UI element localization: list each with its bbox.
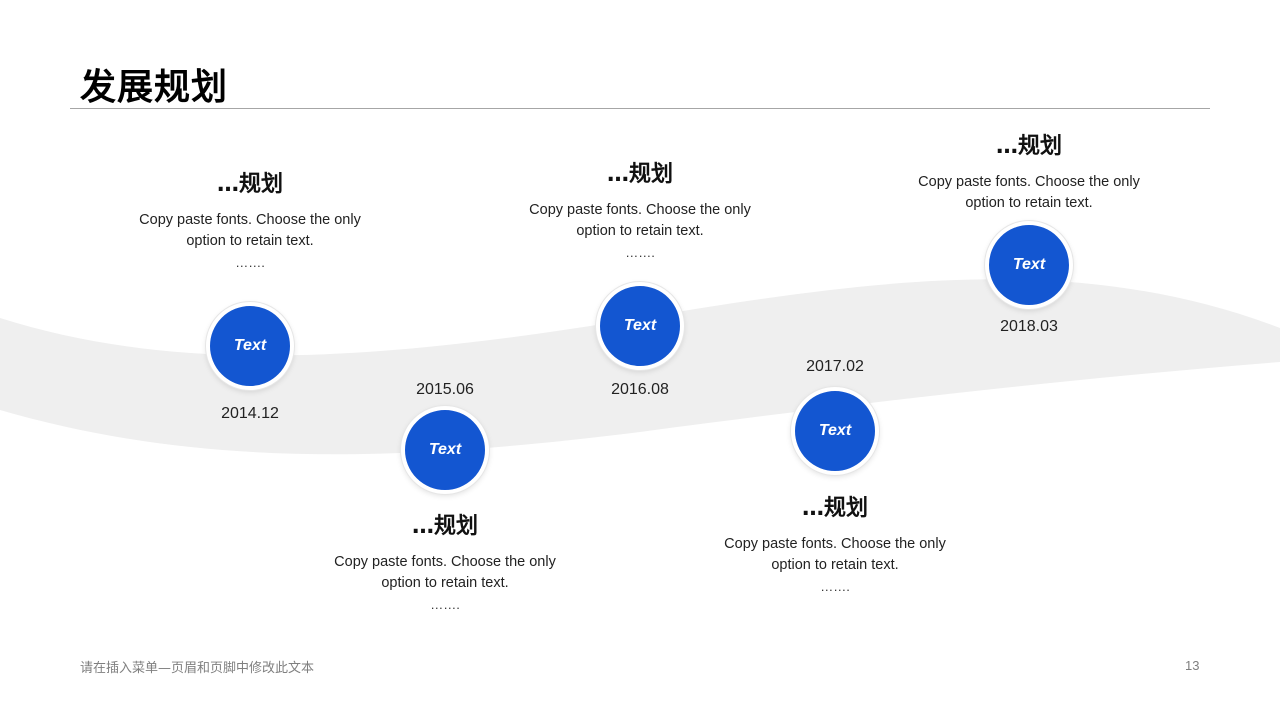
milestone-circle: Text — [206, 302, 294, 390]
milestone-circle: Text — [985, 221, 1073, 309]
milestone-text-block: …规划 Copy paste fonts. Choose the only op… — [705, 490, 965, 596]
milestone-description: Copy paste fonts. Choose the only option… — [724, 536, 946, 573]
milestone-description: Copy paste fonts. Choose the only option… — [334, 554, 556, 591]
footer-text: 请在插入菜单—页眉和页脚中修改此文本 — [80, 661, 315, 676]
milestone-heading: …规划 — [995, 134, 1062, 159]
page-title: 发展规划 — [80, 67, 229, 108]
milestone-date: 2015.06 — [416, 381, 474, 398]
page-number: 13 — [1185, 658, 1200, 673]
title-divider — [70, 108, 1210, 109]
milestone-circle: Text — [791, 387, 879, 475]
milestone-date: 2017.02 — [806, 358, 864, 375]
milestone-ellipsis: ……. — [820, 579, 850, 594]
milestone-heading: …规划 — [606, 162, 673, 187]
milestone-text-block: …规划 Copy paste fonts. Choose the only op… — [899, 128, 1159, 214]
milestone-text-block: …规划 Copy paste fonts. Choose the only op… — [315, 508, 575, 614]
milestone-ellipsis: ……. — [430, 597, 460, 612]
milestone-heading: …规划 — [801, 496, 868, 521]
milestone-circle: Text — [596, 282, 684, 370]
milestone-circle: Text — [401, 406, 489, 494]
milestone-description: Copy paste fonts. Choose the only option… — [918, 174, 1140, 211]
milestone-description: Copy paste fonts. Choose the only option… — [529, 202, 751, 239]
milestone-description: Copy paste fonts. Choose the only option… — [139, 212, 361, 249]
milestone-ellipsis: ……. — [625, 245, 655, 260]
milestone-text-block: …规划 Copy paste fonts. Choose the only op… — [510, 156, 770, 262]
milestone-ellipsis: ……. — [235, 255, 265, 270]
milestone-date: 2018.03 — [1000, 318, 1058, 335]
milestone-text-block: …规划 Copy paste fonts. Choose the only op… — [120, 166, 380, 272]
milestone-date: 2014.12 — [221, 405, 279, 422]
milestone-heading: …规划 — [216, 172, 283, 197]
milestone-heading: …规划 — [411, 514, 478, 539]
milestone-date: 2016.08 — [611, 381, 669, 398]
